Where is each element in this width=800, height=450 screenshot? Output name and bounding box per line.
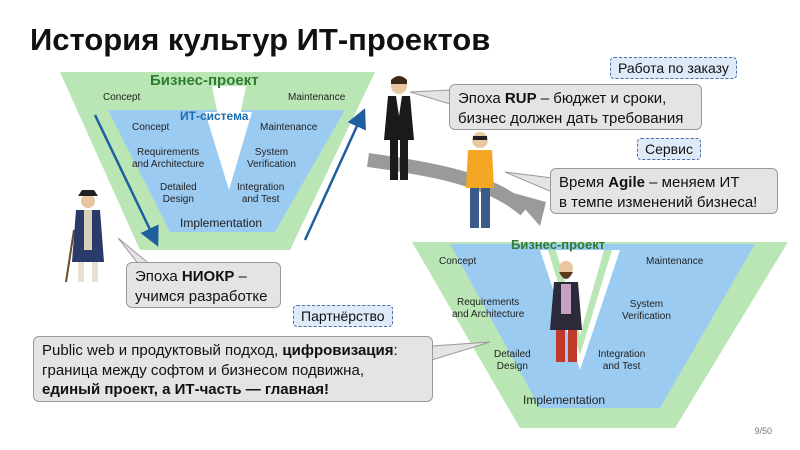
niokr-pre: Эпоха [135,268,182,285]
agile-bubble: Время Agile – меняем ИТ в темпе изменени… [550,168,778,214]
niokr-bubble: Эпоха НИОКР – учимся разработке [126,262,281,308]
person-suit [384,76,414,180]
v2-design: Detailed Design [494,349,531,372]
v1-notch-inner [205,112,252,190]
tag-order: Работа по заказу [610,57,737,79]
rup-bubble: Эпоха RUP – бюджет и сроки, бизнес долже… [449,84,702,130]
tag-partner: Партнёрство [293,305,393,327]
niokr-line2: учимся разработке [135,287,268,305]
web-line2: граница между софтом и бизнесом подвижна… [42,361,364,379]
web-bubble: Public web и продуктовый подход, цифрови… [33,336,433,402]
web-post: : [393,342,398,359]
v1-concept-inner: Concept [132,122,170,133]
rup-pre: Эпоха [458,90,505,107]
page-number: 9/50 [754,426,772,436]
person-historical [65,190,104,283]
v1-up-arrow [303,108,366,241]
v2-inner-shape [450,244,755,408]
rup-bold: RUP [504,90,537,107]
transition-arrow-head [510,192,546,226]
rup-line2: бизнес должен дать требования [458,109,684,127]
web-line3: единый проект, а ИТ-часть — главная! [42,381,329,398]
rup-tail [409,89,451,105]
web-pre: Public web и продуктовый подход, [42,342,283,359]
agile-post: – меняем ИТ [644,174,740,191]
agile-tail [504,171,553,193]
v1-integration: Integration and Test [237,182,285,205]
v1-maintenance-inner: Maintenance [260,122,318,133]
niokr-post: – [234,268,247,285]
v1-concept-outer: Concept [103,92,141,103]
rup-post: – бюджет и сроки, [536,90,667,107]
v1-maintenance-outer: Maintenance [288,92,346,103]
v1-design: Detailed Design [160,182,197,205]
agile-pre: Время [559,174,609,191]
page-title: История культур ИТ-проектов [30,22,491,57]
niokr-bold: НИОКР [181,268,235,285]
v1-implementation: Implementation [180,216,263,230]
v2-requirements: Requirements and Architecture [452,297,525,320]
v1-outer-title: Бизнес-проект [150,72,259,89]
v2-integration: Integration and Test [598,349,646,372]
v2-implementation: Implementation [523,393,606,407]
web-bold: цифровизация [282,342,394,359]
person-casual [466,132,494,228]
agile-line2: в темпе изменений бизнеса! [559,193,758,211]
v2-verification: System Verification [622,299,671,322]
v1-inner-title: ИТ-система [180,109,249,123]
tag-service: Сервис [637,138,701,160]
person-hipster [550,261,582,362]
agile-bold: Agile [608,174,645,191]
v1-down-arrow [93,114,159,247]
v1-verification: System Verification [247,147,296,170]
v1-requirements: Requirements and Architecture [132,147,205,170]
v2-concept: Concept [439,256,477,267]
v2-outer-title: Бизнес-проект [511,237,606,252]
v2-maintenance: Maintenance [646,256,704,267]
